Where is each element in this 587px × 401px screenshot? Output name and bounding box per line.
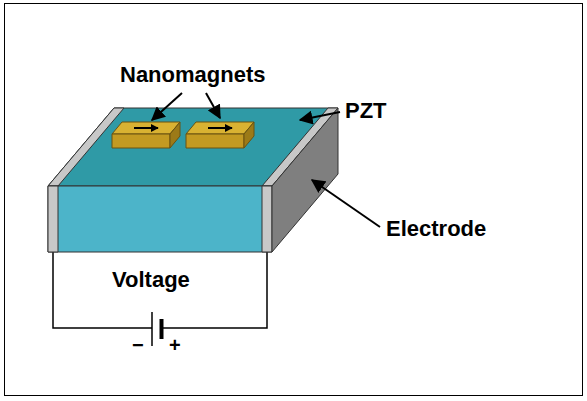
pzt-slab [48, 108, 338, 252]
part-label: Nanomagnets [120, 62, 265, 88]
magnet-front [186, 134, 244, 148]
pzt-front-face [48, 186, 272, 252]
leader-arrow [152, 93, 182, 120]
electrode-side-face [272, 108, 338, 252]
battery-plate [160, 319, 164, 339]
magnetization-arrow [208, 127, 232, 129]
electrode-front-strip [262, 186, 272, 252]
part-label: Electrode [386, 216, 486, 242]
magnet-top [186, 122, 254, 134]
polarity-sign: + [169, 333, 181, 357]
frame [5, 4, 583, 396]
circuit [53, 252, 267, 346]
nanomagnet [112, 122, 180, 148]
part-label: Voltage [112, 267, 190, 293]
battery-plate [151, 312, 153, 346]
leader-arrow [300, 112, 340, 120]
magnetization-arrow [134, 127, 158, 129]
magnet-side [170, 122, 180, 148]
electrode-front-strip [48, 186, 58, 252]
magnet-side [244, 122, 254, 148]
polarity-sign: − [132, 333, 144, 357]
magnet-top [112, 122, 180, 134]
magnet-front [112, 134, 170, 148]
nanomagnet [186, 122, 254, 148]
leader-arrow [312, 180, 380, 227]
leader-arrow [206, 93, 220, 118]
part-label: PZT [345, 98, 387, 124]
